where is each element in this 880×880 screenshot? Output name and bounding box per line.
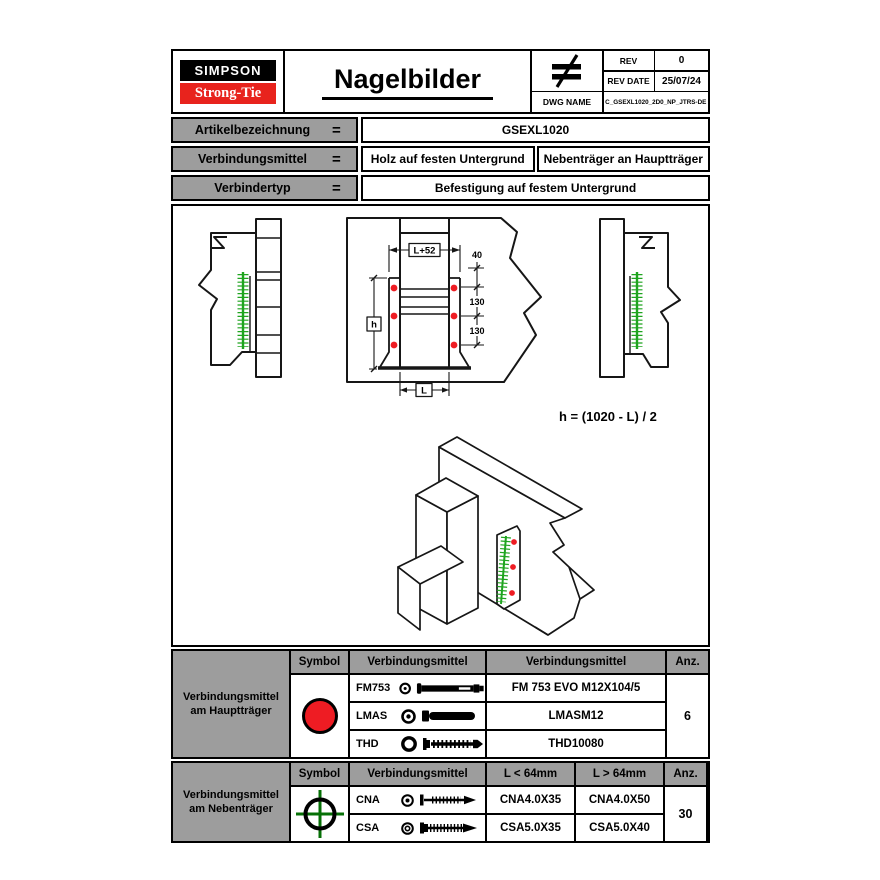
rev-date-value: 25/07/24 bbox=[655, 71, 708, 91]
lmas-side-view-icon bbox=[422, 710, 475, 722]
dim-label-130-upper: 130 bbox=[469, 297, 484, 307]
crosshair-symbol bbox=[295, 790, 344, 838]
right-side-view bbox=[599, 218, 681, 378]
equals-sign: = bbox=[332, 150, 341, 168]
fm753-end-view-icon bbox=[399, 682, 412, 694]
red-circle-symbol bbox=[301, 698, 338, 734]
fastener-code: THD bbox=[356, 738, 379, 750]
fastener-row-fm753: FM753 bbox=[350, 675, 485, 701]
rev-date-label: REV DATE bbox=[603, 71, 654, 91]
equals-sign: = bbox=[332, 179, 341, 197]
rev-label: REV bbox=[603, 51, 654, 70]
dim-label-h: h bbox=[371, 320, 377, 331]
cna-end-view-icon bbox=[401, 793, 414, 807]
product-cell: FM 753 EVO M12X104/5 bbox=[487, 675, 665, 701]
symbol-cell bbox=[291, 675, 348, 757]
info-label-text: Verbindungsmittel bbox=[197, 152, 308, 166]
technical-drawing: L+52 40 130 130 bbox=[198, 217, 681, 636]
sheet-title-cell: Nagelbilder bbox=[285, 51, 530, 112]
dwg-name-label: DWG NAME bbox=[532, 92, 602, 112]
symbol-cell bbox=[291, 787, 348, 841]
product-cell: LMASM12 bbox=[487, 703, 665, 729]
title-block: SIMPSON Strong-Tie Nagelbilder REV 0 REV… bbox=[171, 49, 710, 114]
table-row-label: Verbindungsmittel am Hauptträger bbox=[173, 651, 289, 757]
column-header-verbindungsmittel: Verbindungsmittel bbox=[350, 763, 485, 785]
iso-bolt-dots bbox=[509, 539, 517, 596]
info-value: Holz auf festen Untergrund bbox=[361, 146, 535, 172]
isometric-view bbox=[397, 436, 595, 636]
dim-label-top-width: L+52 bbox=[414, 246, 436, 257]
column-header-verbindungsmittel: Verbindungsmittel bbox=[350, 651, 485, 673]
product-cell-long: CNA4.0X50 bbox=[576, 787, 663, 813]
rev-value: 0 bbox=[655, 51, 708, 70]
info-label: Verbindertyp = bbox=[171, 175, 358, 201]
column-header-symbol: Symbol bbox=[291, 763, 348, 785]
fastener-code: FM753 bbox=[356, 682, 391, 694]
fastener-code: CNA bbox=[356, 794, 380, 806]
column-header-symbol: Symbol bbox=[291, 651, 348, 673]
drawing-area: L+52 40 130 130 bbox=[171, 204, 710, 647]
fastener-code: LMAS bbox=[356, 710, 388, 722]
revision-table: REV 0 REV DATE 25/07/24 DWG NAME C_GSEXL… bbox=[530, 51, 708, 112]
fastener-row-csa: CSA bbox=[350, 815, 485, 841]
dim-label-40: 40 bbox=[472, 250, 482, 260]
thd-end-view-icon bbox=[401, 736, 417, 752]
logo-strongtie: Strong-Tie bbox=[180, 82, 276, 104]
csa-end-view-icon bbox=[401, 821, 414, 835]
table-row-label: Verbindungsmittel am Nebenträger bbox=[173, 763, 289, 841]
simpson-strongtie-logo: SIMPSON Strong-Tie bbox=[173, 51, 285, 112]
page-title: Nagelbilder bbox=[321, 64, 494, 100]
info-label: Verbindungsmittel = bbox=[171, 146, 358, 172]
product-cell: THD10080 bbox=[487, 731, 665, 757]
haupttraeger-fastener-table: Verbindungsmittel am Hauptträger Symbol … bbox=[171, 649, 710, 759]
drawing-sheet: SIMPSON Strong-Tie Nagelbilder REV 0 REV… bbox=[171, 49, 710, 843]
info-row-verbindungsmittel: Verbindungsmittel = Holz auf festen Unte… bbox=[171, 146, 710, 172]
front-view: L+52 40 130 130 bbox=[346, 217, 542, 398]
info-value: Befestigung auf festem Untergrund bbox=[361, 175, 710, 201]
dim-top-width: L+52 bbox=[388, 242, 461, 272]
height-formula: h = (1020 - L) / 2 bbox=[559, 409, 657, 424]
bolt-dots bbox=[390, 284, 458, 349]
logo-simpson: SIMPSON bbox=[180, 59, 276, 81]
column-header-verbindungsmittel-2: Verbindungsmittel bbox=[487, 651, 665, 673]
column-header-l-short: L < 64mm bbox=[487, 763, 574, 785]
quantity-cell: 6 bbox=[667, 675, 708, 757]
info-row-artikelbezeichnung: Artikelbezeichnung = GSEXL1020 bbox=[171, 117, 710, 143]
column-header-l-long: L > 64mm bbox=[576, 763, 663, 785]
column-header-anz: Anz. bbox=[665, 763, 706, 785]
not-equal-icon bbox=[552, 53, 581, 88]
dim-label-130-lower: 130 bbox=[469, 326, 484, 336]
info-row-verbindertyp: Verbindertyp = Befestigung auf festem Un… bbox=[171, 175, 710, 201]
product-cell-long: CSA5.0X40 bbox=[576, 815, 663, 841]
fm753-side-view-icon bbox=[417, 682, 485, 694]
dim-label-L: L bbox=[421, 386, 427, 397]
csa-side-view-icon bbox=[420, 822, 477, 834]
product-cell-short: CSA5.0X35 bbox=[487, 815, 574, 841]
info-label-text: Artikelbezeichnung bbox=[194, 123, 311, 137]
lmas-end-view-icon bbox=[401, 708, 416, 724]
fastener-row-thd: THD bbox=[350, 731, 485, 757]
fastener-code: CSA bbox=[356, 822, 380, 834]
fastener-row-cna: CNA bbox=[350, 787, 485, 813]
left-side-view bbox=[198, 218, 282, 378]
dim-right-column: 40 130 130 bbox=[461, 249, 486, 349]
info-label-text: Verbindertyp bbox=[214, 181, 291, 195]
equals-sign: = bbox=[332, 121, 341, 139]
product-cell-short: CNA4.0X35 bbox=[487, 787, 574, 813]
thd-side-view-icon bbox=[423, 738, 483, 750]
quantity-cell: 30 bbox=[665, 787, 706, 841]
nebentraeger-fastener-table: Verbindungsmittel am Nebenträger Symbol … bbox=[171, 761, 710, 843]
dwg-name-value: C_GSEXL1020_2D0_NP_JTRS-DE bbox=[603, 92, 708, 112]
cna-side-view-icon bbox=[420, 794, 476, 806]
fastener-row-lmas: LMAS bbox=[350, 703, 485, 729]
column-header-anz: Anz. bbox=[667, 651, 708, 673]
dim-beam-width: L bbox=[399, 372, 450, 398]
projection-symbol-cell bbox=[532, 51, 602, 91]
info-value: Nebenträger an Hauptträger bbox=[536, 146, 710, 172]
dim-height: h bbox=[366, 274, 387, 373]
info-value: GSEXL1020 bbox=[361, 117, 710, 143]
info-label: Artikelbezeichnung = bbox=[171, 117, 358, 143]
